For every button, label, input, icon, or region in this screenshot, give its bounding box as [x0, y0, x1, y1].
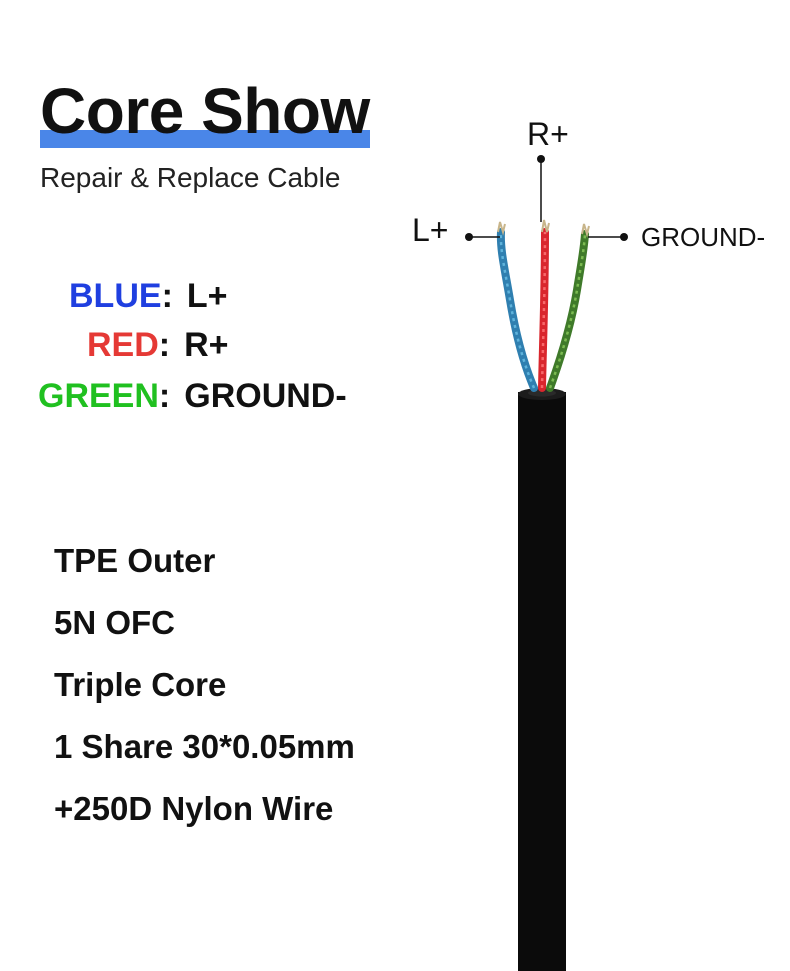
page-title: Core Show — [40, 75, 370, 147]
legend-color-green: GREEN — [38, 377, 159, 415]
title-block: Core Show — [40, 75, 370, 148]
blue-wire — [496, 228, 538, 392]
green-wire — [546, 230, 589, 392]
legend-separator: : — [161, 277, 173, 315]
leader-dot-center — [537, 155, 545, 163]
legend-separator: : — [158, 326, 171, 364]
legend-separator: : — [158, 377, 171, 415]
diagram-label-left: L+ — [412, 212, 449, 248]
cable-jacket — [518, 392, 566, 971]
legend-row-green: GREEN: GROUND- — [38, 376, 347, 416]
subtitle: Repair & Replace Cable — [40, 162, 341, 193]
spec-item: Triple Core — [54, 666, 227, 703]
spec-list: TPE Outer 5N OFC Triple Core 1 Share 30*… — [54, 530, 355, 840]
legend-row-red: RED: R+ — [87, 325, 229, 365]
leader-dot-left — [465, 233, 473, 241]
spec-item: 1 Share 30*0.05mm — [54, 728, 355, 765]
leader-dot-right — [620, 233, 628, 241]
legend-row-blue: BLUE: L+ — [69, 276, 228, 316]
title-underline — [40, 130, 370, 148]
green-wire-tip — [581, 223, 590, 238]
legend-color-red: RED — [87, 326, 159, 364]
spec-item: +250D Nylon Wire — [54, 790, 334, 827]
diagram-label-right: GROUND- — [641, 222, 766, 252]
diagram-label-center: R+ — [527, 116, 569, 152]
red-wire-tip — [541, 219, 550, 233]
blue-wire-tip — [497, 221, 506, 236]
spec-item: 5N OFC — [54, 604, 176, 641]
legend-signal-blue: L+ — [186, 277, 228, 315]
legend-signal-red: R+ — [184, 326, 229, 364]
legend-signal-green: GROUND- — [184, 377, 347, 415]
spec-item: TPE Outer — [54, 542, 216, 579]
legend-color-blue: BLUE — [69, 277, 162, 315]
